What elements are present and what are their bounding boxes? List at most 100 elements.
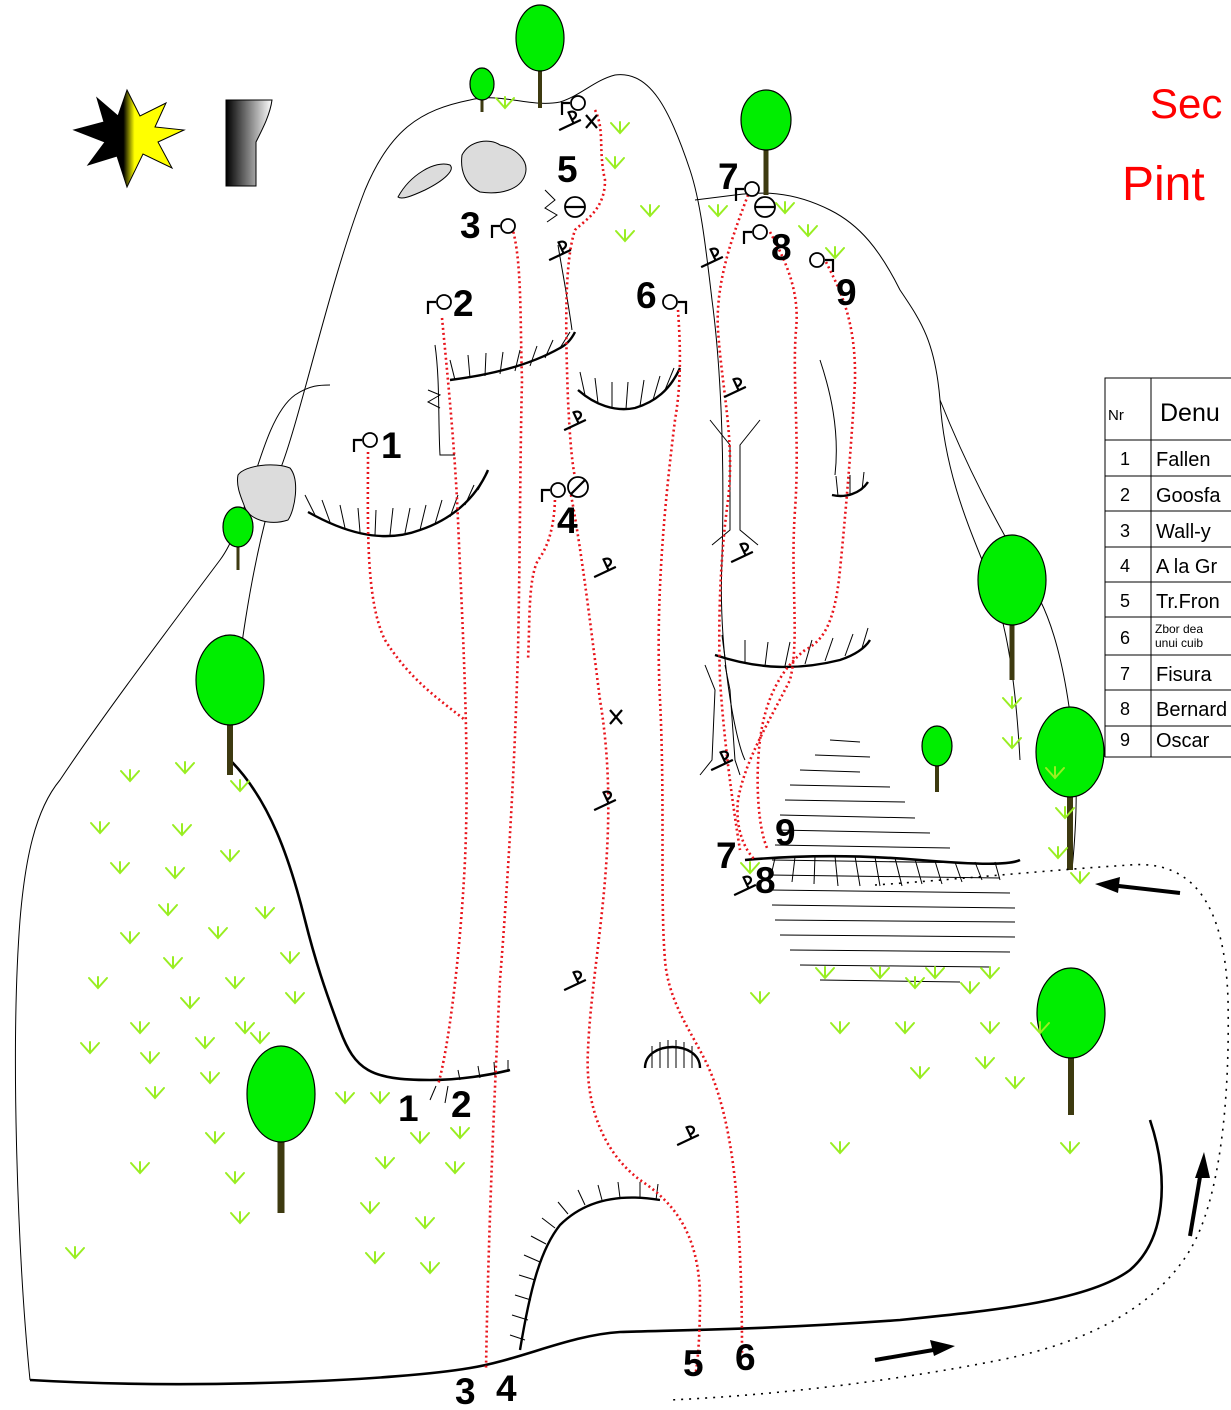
anchor-icon-3 (490, 218, 516, 238)
grass-icon (208, 926, 228, 940)
table-cell-name: Tr.Fron (1156, 591, 1220, 613)
tree-icon (977, 534, 1047, 680)
route-line-7 (716, 194, 750, 851)
roof-right (714, 639, 872, 669)
grass-icon (130, 1021, 150, 1035)
grass-icon (830, 1021, 850, 1035)
grass-icon (335, 1091, 355, 1105)
anchor-icon-8 (742, 224, 768, 244)
route-label-top: 1 (381, 425, 402, 466)
grass-icon (1048, 846, 1068, 860)
roof-right-hatch (721, 627, 869, 667)
table-cell-nr: 6 (1120, 628, 1130, 648)
bolt-icon (593, 790, 617, 812)
far-right-slab-outline (939, 399, 1077, 871)
grass-icon (140, 1051, 160, 1065)
route-label-top: 8 (771, 227, 792, 268)
small-arch (643, 1040, 702, 1069)
grass-icon (158, 903, 178, 917)
roof-center-hatch (579, 367, 675, 410)
table-cell-nr: 3 (1120, 521, 1130, 541)
bolt-icon (733, 875, 757, 897)
arrow-right-icon (874, 1340, 955, 1362)
grass-icon (450, 1126, 470, 1140)
grass-icon (910, 1066, 930, 1080)
grass-icon (220, 849, 240, 863)
piton-x-icon (585, 114, 598, 129)
grass-icon (110, 861, 130, 875)
grass-icon (960, 981, 980, 995)
bolt-icon (730, 542, 754, 564)
grass-icon (410, 1131, 430, 1145)
overhangs (304, 331, 1001, 1341)
route-label-bottom: 7 (716, 835, 737, 876)
rock-profile-icon (225, 99, 273, 187)
ground-lines (29, 759, 1163, 1386)
table-cell-name-line2: unui cuib (1155, 636, 1203, 650)
route-labels-bottom: 1 2 3 4 5 6 7 8 9 (398, 812, 796, 1410)
grass-icon (65, 1246, 85, 1260)
tree-icon (921, 725, 953, 792)
anchor-icon-9 (809, 252, 835, 272)
grass-icon (360, 1201, 380, 1215)
bolt-icon (700, 247, 724, 269)
route-lines (366, 109, 857, 1376)
table-cell-nr: 4 (1120, 556, 1130, 576)
arrow-up-icon (1188, 1152, 1210, 1237)
table-cell-nr: 7 (1120, 664, 1130, 684)
grass-icon (225, 1171, 245, 1185)
grass-icon (285, 991, 305, 1005)
title-line-1: Sec (1150, 80, 1222, 127)
table-cell-nr: 8 (1120, 699, 1130, 719)
grass-icon (740, 861, 760, 875)
bolt-icon (563, 970, 587, 992)
route-line-1 (366, 451, 466, 722)
grass-icon (280, 951, 300, 965)
crack-features (426, 189, 837, 776)
grass-icon (1070, 871, 1090, 885)
grass-icon (815, 966, 835, 980)
grass-icon (420, 1261, 440, 1275)
cave-arch (518, 1196, 661, 1351)
grass-icon (172, 823, 192, 837)
route-line-9 (756, 261, 857, 851)
trees (195, 4, 1106, 1213)
grass-icon (165, 866, 185, 880)
table-cell-nr: 9 (1120, 730, 1130, 750)
left-gully-line (229, 759, 511, 1082)
left-gully-hatch (429, 1060, 509, 1104)
grass-icon (200, 1071, 220, 1085)
anchor-icon-1 (352, 432, 378, 452)
route-label-top: 9 (836, 272, 857, 313)
grass-icon (610, 121, 630, 135)
route-line-4b (568, 489, 702, 1376)
bolt-icon (548, 240, 572, 262)
right-ledge-line (744, 854, 1021, 866)
route-label-bottom: 6 (735, 1337, 756, 1378)
grass-icon (255, 906, 275, 920)
grass-icon (163, 956, 183, 970)
grass-icon (1030, 1021, 1050, 1035)
grass-icon (250, 1031, 270, 1045)
grass-icon (90, 821, 110, 835)
route-label-bottom: 2 (451, 1084, 472, 1125)
table-cell-nr: 2 (1120, 485, 1130, 505)
roof-left-low-hatch (304, 471, 489, 536)
grass-icon (365, 1251, 385, 1265)
grass-icon (975, 1056, 995, 1070)
boulders (237, 140, 527, 523)
boulder-top (461, 140, 527, 194)
bolt-icon (723, 377, 747, 399)
table-cell-name: Bernard (1156, 699, 1227, 721)
grass-icon (180, 996, 200, 1010)
bolt-icon (593, 557, 617, 579)
table-cell-name: Oscar (1156, 730, 1210, 752)
route-label-top: 4 (557, 500, 578, 541)
anchor-icon-2 (426, 294, 452, 314)
grass-icon (905, 976, 925, 990)
route-label-bottom: 9 (775, 812, 796, 853)
grass-icon (870, 966, 890, 980)
right-pillar-outline (694, 192, 1021, 761)
table-header-name: Denu (1160, 399, 1220, 427)
grass-icon (1055, 806, 1075, 820)
